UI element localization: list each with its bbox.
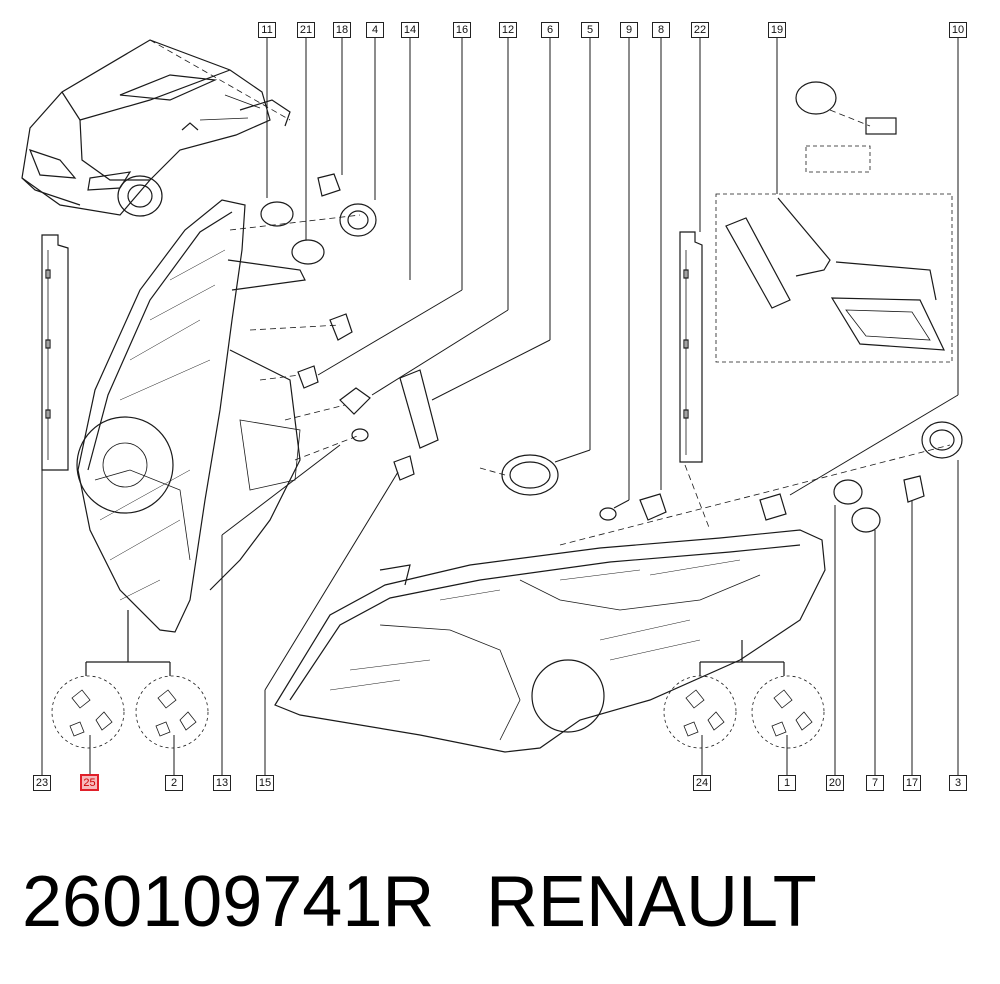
car-illustration <box>21 39 291 217</box>
right-bracket <box>679 231 703 463</box>
callout-1: 1 <box>778 775 796 791</box>
callout-4: 4 <box>366 22 384 38</box>
callout-9: 9 <box>620 22 638 38</box>
callout-19: 19 <box>768 22 786 38</box>
callout-3: 3 <box>949 775 967 791</box>
callout-23: 23 <box>33 775 51 791</box>
callout-10: 10 <box>949 22 967 38</box>
callout-14: 14 <box>401 22 419 38</box>
left-bracket <box>41 234 69 471</box>
callout-12: 12 <box>499 22 517 38</box>
callout-11: 11 <box>258 22 276 38</box>
socket-groups <box>51 610 825 749</box>
small-parts <box>260 81 963 533</box>
callout-24: 24 <box>693 775 711 791</box>
callout-13: 13 <box>213 775 231 791</box>
brand-text: RENAULT <box>486 862 817 942</box>
assembly-lines <box>229 109 951 546</box>
callout-22: 22 <box>691 22 709 38</box>
callout-20: 20 <box>826 775 844 791</box>
callout-6: 6 <box>541 22 559 38</box>
callout-21: 21 <box>297 22 315 38</box>
callout-7: 7 <box>866 775 884 791</box>
callout-25-highlighted: 25 <box>80 774 99 791</box>
leader-lines <box>41 37 959 775</box>
callout-8: 8 <box>652 22 670 38</box>
right-headlamp <box>274 529 826 753</box>
callout-15: 15 <box>256 775 274 791</box>
callout-16: 16 <box>453 22 471 38</box>
left-headlamp <box>76 199 306 633</box>
callout-18: 18 <box>333 22 351 38</box>
callout-2: 2 <box>165 775 183 791</box>
part-number-text: 260109741R <box>22 862 435 942</box>
callout-5: 5 <box>581 22 599 38</box>
callout-17: 17 <box>903 775 921 791</box>
